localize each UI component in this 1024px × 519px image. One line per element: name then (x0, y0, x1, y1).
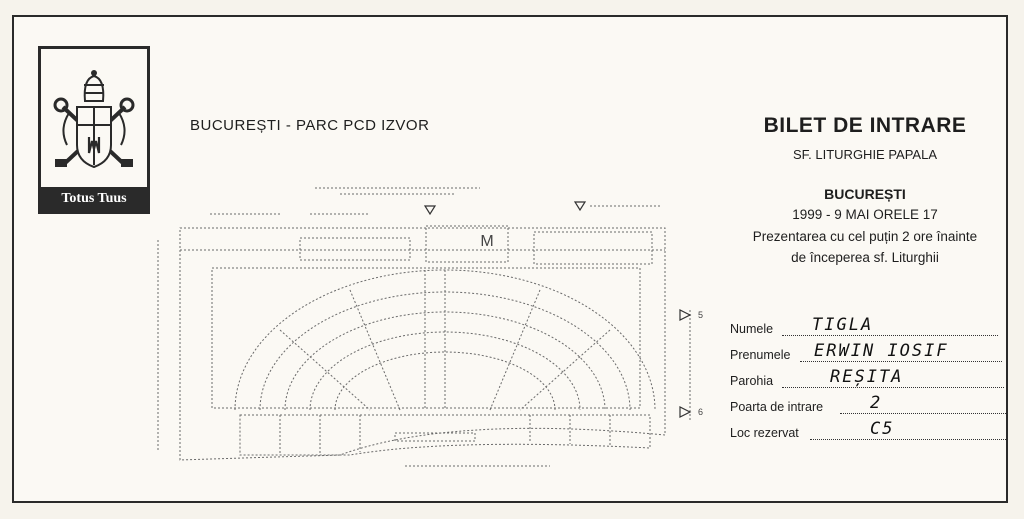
entrance-arrow-icon (679, 309, 692, 321)
name-line (782, 335, 998, 336)
seating-boundary (211, 267, 641, 409)
park-enclosure (179, 227, 666, 461)
seating-arc (309, 331, 581, 411)
name-label: Numele (730, 322, 774, 336)
seat-value: C5 (870, 419, 895, 439)
coat-of-arms-icon (53, 70, 135, 169)
parish-value: REȘITA (830, 367, 904, 387)
stage-area (425, 225, 509, 263)
entrance-arrow-icon (679, 406, 692, 418)
name-value: TIGLA (812, 315, 874, 335)
event-city: BUCUREȘTI (824, 186, 906, 202)
lower-sectors (239, 414, 651, 456)
site-map: M 5 6 (157, 187, 703, 467)
aisle (489, 289, 541, 411)
map-section (533, 231, 653, 265)
event-date: 1999 - 9 MAI ORELE 17 (792, 207, 938, 222)
crest-motto: Totus Tuus (41, 187, 147, 211)
stage-letter: M (480, 233, 493, 250)
aisle (519, 329, 611, 411)
parish-line (782, 387, 1004, 388)
firstname-line (800, 361, 1002, 362)
aisle (349, 289, 401, 411)
seat-label: Loc rezervat (730, 426, 799, 440)
aisle (279, 329, 371, 411)
entrance-arrow-icon (573, 201, 587, 212)
gate-value: 2 (870, 393, 883, 413)
seating-arc (334, 351, 556, 411)
ticket-title: BILET DE INTRARE (763, 114, 967, 137)
seat-field: Loc rezervat C5 (730, 418, 1006, 442)
firstname-label: Prenumele (730, 348, 791, 362)
gate-label: Poarta de intrare (730, 400, 824, 414)
seat-line (810, 439, 1006, 440)
central-walkway (394, 432, 476, 442)
map-section (299, 237, 411, 261)
gate-marker-6: 6 (698, 407, 703, 417)
entry-ticket (12, 15, 1008, 503)
venue-heading: BUCUREȘTI - PARC PCD IZVOR (190, 117, 430, 134)
entrance-arrow-icon (423, 205, 437, 216)
gate-line (840, 413, 1006, 414)
firstname-value: ERWIN IOSIF (814, 341, 949, 361)
papal-crest: Totus Tuus (38, 46, 150, 214)
ticket-subtitle: SF. LITURGHIE PAPALA (792, 147, 937, 162)
firstname-field: Prenumele ERWIN IOSIF (730, 340, 1002, 364)
arrival-note-line1: Prezentarea cu cel puțin 2 ore înainte (752, 229, 978, 244)
gate-marker-5: 5 (698, 310, 703, 320)
parish-label: Parohia (730, 374, 774, 388)
gate-field: Poarta de intrare 2 (730, 392, 1006, 416)
name-field: Numele TIGLA (730, 314, 998, 338)
parish-field: Parohia REȘITA (730, 366, 1004, 390)
arrival-note-line2: de începerea sf. Liturghii (791, 250, 939, 265)
